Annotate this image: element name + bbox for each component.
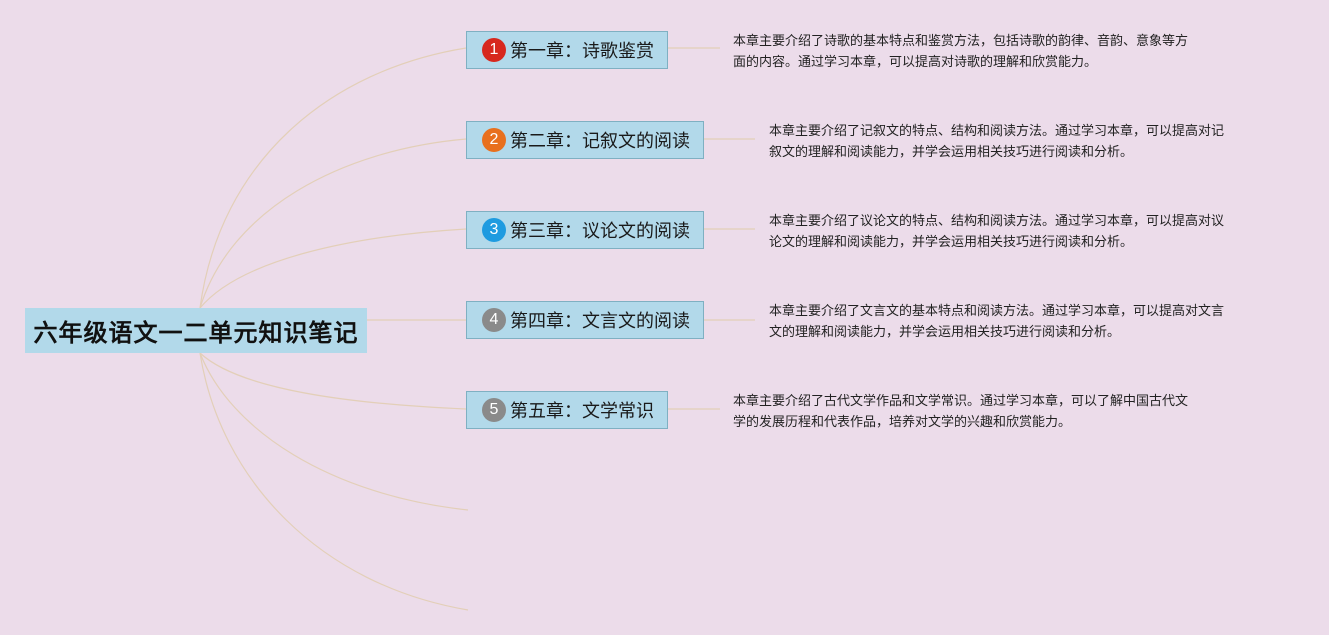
root-topic[interactable]: 六年级语文一二单元知识笔记 [25,308,367,353]
connector-root-empty-2 [199,352,469,611]
number-badge-icon: 2 [482,128,506,152]
number-badge-icon: 4 [482,308,506,332]
chapter-description-1: 本章主要介绍了诗歌的基本特点和鉴赏方法，包括诗歌的韵律、音韵、意象等方 面的内容… [733,31,1188,73]
connector-root-ch2 [199,138,467,309]
connector-root-empty-1 [199,352,469,511]
chapter-title: 第五章：文学常识 [510,401,654,422]
chapter-description-2: 本章主要介绍了记叙文的特点、结构和阅读方法。通过学习本章，可以提高对记 叙文的理… [769,121,1224,163]
chapter-node-4[interactable]: 4 第四章：文言文的阅读 [466,301,704,339]
connector-root-ch3 [199,228,467,309]
chapter-title: 第三章：议论文的阅读 [510,221,690,242]
chapter-node-2[interactable]: 2 第二章：记叙文的阅读 [466,121,704,159]
connector-root-ch1 [199,47,467,309]
description-line: 本章主要介绍了议论文的特点、结构和阅读方法。通过学习本章，可以提高对议 [769,214,1225,229]
description-line: 学的发展历程和代表作品，培养对文学的兴趣和欣赏能力。 [733,415,1072,430]
chapter-node-3[interactable]: 3 第三章：议论文的阅读 [466,211,704,249]
chapter-title: 第一章：诗歌鉴赏 [510,41,654,62]
description-line: 文的理解和阅读能力，并学会运用相关技巧进行阅读和分析。 [769,325,1121,340]
chapter-description-5: 本章主要介绍了古代文学作品和文学常识。通过学习本章，可以了解中国古代文 学的发展… [733,391,1188,433]
number-badge-icon: 1 [482,38,506,62]
description-line: 本章主要介绍了诗歌的基本特点和鉴赏方法，包括诗歌的韵律、音韵、意象等方 [733,34,1189,49]
chapter-node-5[interactable]: 5 第五章：文学常识 [466,391,668,429]
description-line: 论文的理解和阅读能力，并学会运用相关技巧进行阅读和分析。 [769,235,1134,250]
chapter-title: 第二章：记叙文的阅读 [510,131,690,152]
description-line: 本章主要介绍了记叙文的特点、结构和阅读方法。通过学习本章，可以提高对记 [769,124,1225,139]
chapter-title: 第四章：文言文的阅读 [510,311,690,332]
description-line: 本章主要介绍了古代文学作品和文学常识。通过学习本章，可以了解中国古代文 [733,394,1189,409]
description-line: 面的内容。通过学习本章，可以提高对诗歌的理解和欣赏能力。 [733,55,1098,70]
number-badge-icon: 5 [482,398,506,422]
number-badge-icon: 3 [482,218,506,242]
chapter-node-1[interactable]: 1 第一章：诗歌鉴赏 [466,31,668,69]
description-line: 本章主要介绍了文言文的基本特点和阅读方法。通过学习本章，可以提高对文言 [769,304,1225,319]
description-line: 叙文的理解和阅读能力，并学会运用相关技巧进行阅读和分析。 [769,145,1134,160]
root-topic-label: 六年级语文一二单元知识笔记 [33,319,359,347]
connector-root-ch5 [199,352,467,410]
chapter-description-3: 本章主要介绍了议论文的特点、结构和阅读方法。通过学习本章，可以提高对议 论文的理… [769,211,1224,253]
chapter-description-4: 本章主要介绍了文言文的基本特点和阅读方法。通过学习本章，可以提高对文言 文的理解… [769,301,1224,343]
